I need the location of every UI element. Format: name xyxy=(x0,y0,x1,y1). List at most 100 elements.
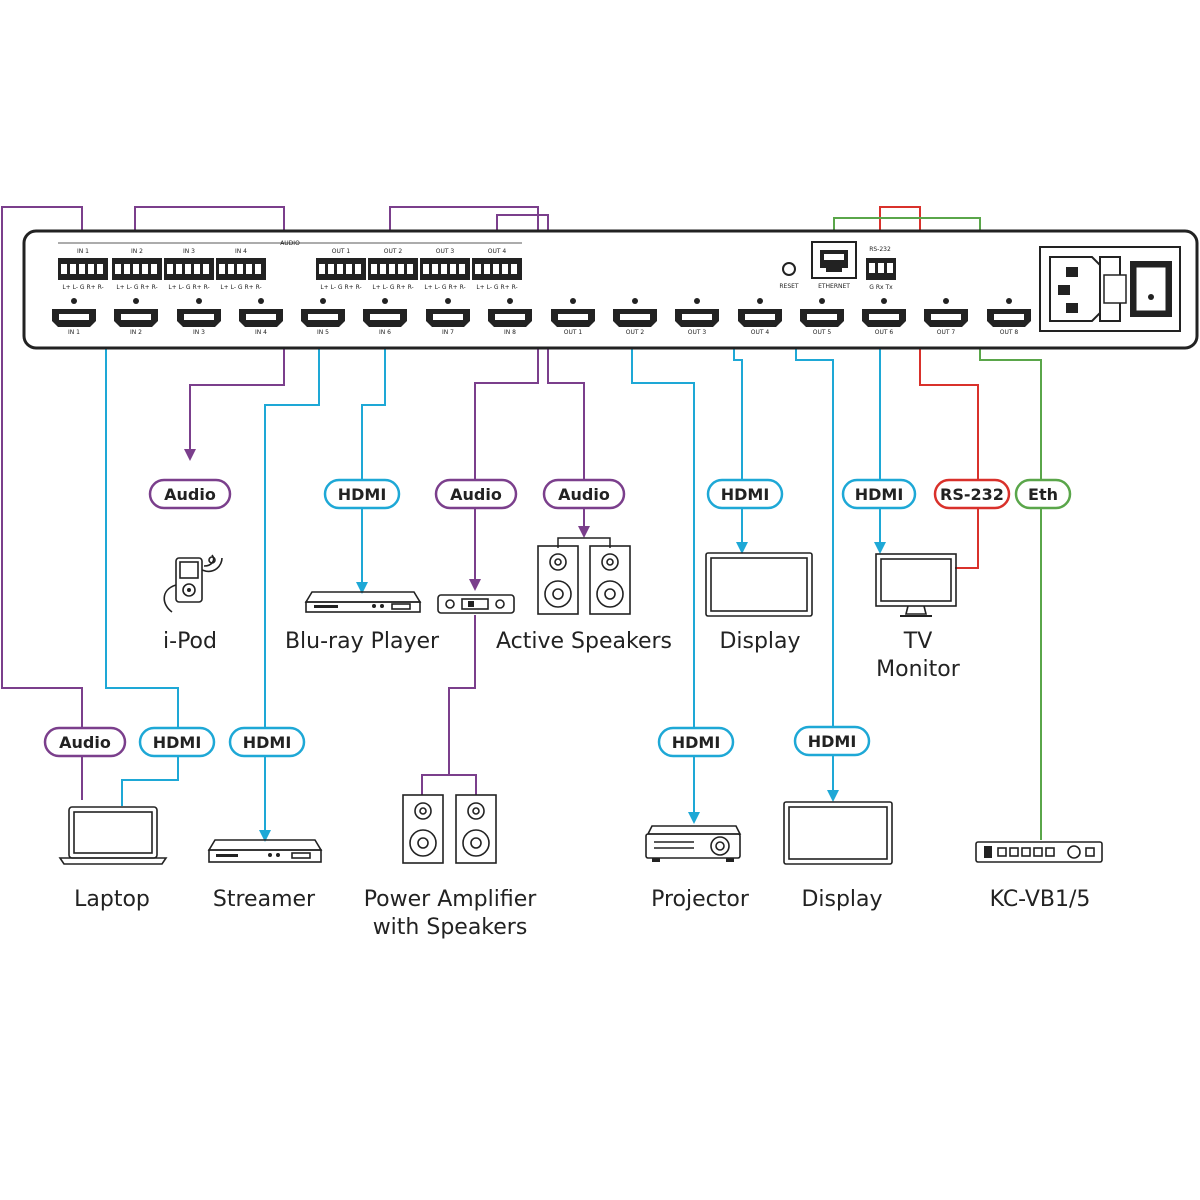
hdmi-in-ports xyxy=(52,298,532,327)
power-inlet[interactable] xyxy=(1049,256,1101,322)
pill-laptop-audio: Audio xyxy=(43,726,127,758)
reset-button[interactable] xyxy=(782,262,796,276)
active-speakers-label: Active Speakers xyxy=(496,629,672,654)
hdmi-in-port[interactable] xyxy=(426,298,470,327)
hdmi-in-port[interactable] xyxy=(363,298,407,327)
hdmi-out-label: OUT 8 xyxy=(1000,329,1019,336)
pin-label: L+ L- G R+ R- xyxy=(320,284,361,291)
pill-tv-rs232: RS-232 xyxy=(933,478,1011,510)
audio-out-block[interactable] xyxy=(368,258,418,280)
hdmi-in-port[interactable] xyxy=(488,298,532,327)
audio-out-block[interactable] xyxy=(472,258,522,280)
hdmi-out-port[interactable] xyxy=(675,298,719,327)
pill-speakers-audio: Audio xyxy=(542,478,626,510)
pill-text: Audio xyxy=(450,485,502,504)
hdmi-out-port[interactable] xyxy=(613,298,657,327)
audio-out-label: OUT 1 xyxy=(332,248,351,255)
cable-tv-rs232 xyxy=(879,206,979,569)
hdmi-out-label: OUT 4 xyxy=(751,329,770,336)
rs232-port[interactable] xyxy=(866,258,896,280)
hdmi-in-label: IN 8 xyxy=(504,329,516,336)
pin-label: L+ L- G R+ R- xyxy=(476,284,517,291)
pin-label: L+ L- G R+ R- xyxy=(116,284,157,291)
hdmi-out-port[interactable] xyxy=(551,298,595,327)
hdmi-in-label: IN 5 xyxy=(317,329,329,336)
pill-display2-hdmi: HDMI xyxy=(793,725,871,757)
audio-caption: AUDIO xyxy=(280,240,300,247)
pill-amp-audio: Audio xyxy=(434,478,518,510)
display2-label: Display xyxy=(801,887,882,912)
pill-streamer-hdmi: HDMI xyxy=(228,726,306,758)
hdmi-in-port[interactable] xyxy=(301,298,345,327)
cable-projector-hdmi xyxy=(631,335,700,824)
hdmi-in-label: IN 4 xyxy=(255,329,267,336)
pill-text: HDMI xyxy=(721,485,770,504)
pill-bluray-hdmi: HDMI xyxy=(323,478,401,510)
pill-text: Audio xyxy=(558,485,610,504)
pill-text: HDMI xyxy=(855,485,904,504)
pin-label: L+ L- G R+ R- xyxy=(372,284,413,291)
cable-active-speakers-pair xyxy=(557,537,611,548)
hdmi-out-port[interactable] xyxy=(738,298,782,327)
hdmi-out-port[interactable] xyxy=(800,298,844,327)
hdmi-in-port[interactable] xyxy=(239,298,283,327)
audio-out-blocks xyxy=(316,258,522,280)
laptop-icon xyxy=(58,806,168,865)
hdmi-in-port[interactable] xyxy=(52,298,96,327)
hdmi-in-label: IN 2 xyxy=(130,329,142,336)
kc-vb-icon xyxy=(975,841,1103,863)
streamer-icon xyxy=(207,839,323,863)
display2-icon xyxy=(783,801,893,865)
hdmi-out-label: OUT 5 xyxy=(813,329,832,336)
hdmi-in-port[interactable] xyxy=(114,298,158,327)
pill-projector-hdmi: HDMI xyxy=(657,726,735,758)
hdmi-out-port[interactable] xyxy=(924,298,968,327)
tv-label: Monitor xyxy=(876,657,961,682)
hdmi-out-port[interactable] xyxy=(987,298,1031,327)
pill-text: Audio xyxy=(164,485,216,504)
ethernet-label: ETHERNET xyxy=(818,283,850,290)
hdmi-in-label: IN 1 xyxy=(68,329,80,336)
power-switch[interactable] xyxy=(1130,261,1172,317)
pill-text: Audio xyxy=(59,733,111,752)
hdmi-out-ports xyxy=(551,298,1031,327)
cable-labels: Audio HDMI Audio Audio HDMI HDMI RS-232 xyxy=(43,478,1072,758)
pin-label: L+ L- G R+ R- xyxy=(62,284,103,291)
audio-in-block[interactable] xyxy=(164,258,214,280)
devices: i-Pod Blu-ray Player Acti xyxy=(58,545,1103,940)
ipod-label: i-Pod xyxy=(163,629,217,654)
ethernet-port[interactable] xyxy=(811,241,857,279)
hdmi-out-port[interactable] xyxy=(862,298,906,327)
display1-icon xyxy=(705,552,813,617)
hdmi-out-label: OUT 2 xyxy=(626,329,645,336)
cable-streamer-hdmi xyxy=(259,335,320,842)
pill-text: HDMI xyxy=(808,732,857,751)
cable-display1-hdmi xyxy=(718,317,748,554)
audio-out-label: OUT 3 xyxy=(436,248,455,255)
projector-icon xyxy=(645,825,742,862)
hdmi-in-port[interactable] xyxy=(177,298,221,327)
amp-label: with Speakers xyxy=(373,915,528,940)
power-module xyxy=(1039,246,1181,332)
hdmi-out-label: OUT 1 xyxy=(564,329,583,336)
audio-in-block[interactable] xyxy=(58,258,108,280)
streamer-label: Streamer xyxy=(213,887,316,912)
pill-ipod-audio: Audio xyxy=(148,478,232,510)
active-speakers-icon xyxy=(537,545,631,615)
rs232-pins-label: G Rx Tx xyxy=(869,284,893,291)
bluray-player-icon xyxy=(304,591,422,613)
audio-in-label: IN 4 xyxy=(235,248,247,255)
pill-text: Eth xyxy=(1028,485,1058,504)
hdmi-in-label: IN 7 xyxy=(442,329,454,336)
cable-bluray-hdmi xyxy=(356,335,386,594)
audio-in-block[interactable] xyxy=(112,258,162,280)
cable-amp-speakers xyxy=(421,615,477,795)
pin-label: L+ L- G R+ R- xyxy=(168,284,209,291)
audio-out-block[interactable] xyxy=(316,258,366,280)
amp-label: Power Amplifier xyxy=(364,887,538,912)
tv-monitor-icon xyxy=(875,553,957,617)
audio-in-block[interactable] xyxy=(216,258,266,280)
audio-out-block[interactable] xyxy=(420,258,470,280)
cable-laptop-audio xyxy=(1,206,83,800)
